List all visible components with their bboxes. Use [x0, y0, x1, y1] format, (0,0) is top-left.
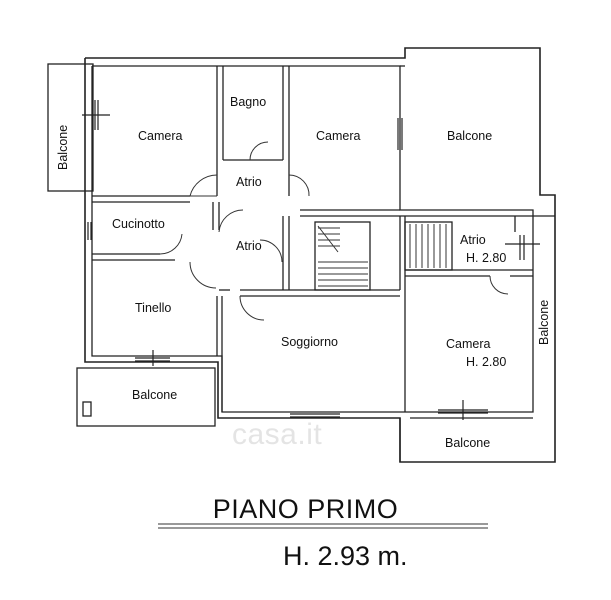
- label-camera-left: Camera: [138, 129, 183, 143]
- label-balcone-bottom-left: Balcone: [132, 388, 177, 402]
- watermark: casa.it: [232, 418, 323, 451]
- label-tinello: Tinello: [135, 301, 171, 315]
- label-balcone-bottom-right: Balcone: [445, 436, 490, 450]
- label-balcone-left: Balcone: [56, 125, 70, 170]
- stairs: [317, 224, 447, 287]
- label-balcone-top-right: Balcone: [447, 129, 492, 143]
- ceiling-height: H. 2.93 m.: [283, 541, 408, 571]
- walls: [47, 47, 556, 463]
- label-balcone-right-side: Balcone: [537, 300, 551, 345]
- label-atrio-right-height: H. 2.80: [466, 251, 506, 265]
- title-underline: [158, 523, 488, 529]
- label-atrio-right: Atrio: [460, 233, 486, 247]
- plan-title: PIANO PRIMO: [212, 494, 399, 524]
- doors: [159, 141, 509, 321]
- label-camera-mid: Camera: [316, 129, 361, 143]
- windows: [82, 100, 540, 420]
- label-cucinotto: Cucinotto: [112, 217, 165, 231]
- label-soggiorno: Soggiorno: [281, 335, 338, 349]
- label-bagno: Bagno: [230, 95, 266, 109]
- label-camera-right: Camera: [446, 337, 491, 351]
- label-camera-right-height: H. 2.80: [466, 355, 506, 369]
- label-atrio-mid: Atrio: [236, 239, 262, 253]
- label-atrio-top: Atrio: [236, 175, 262, 189]
